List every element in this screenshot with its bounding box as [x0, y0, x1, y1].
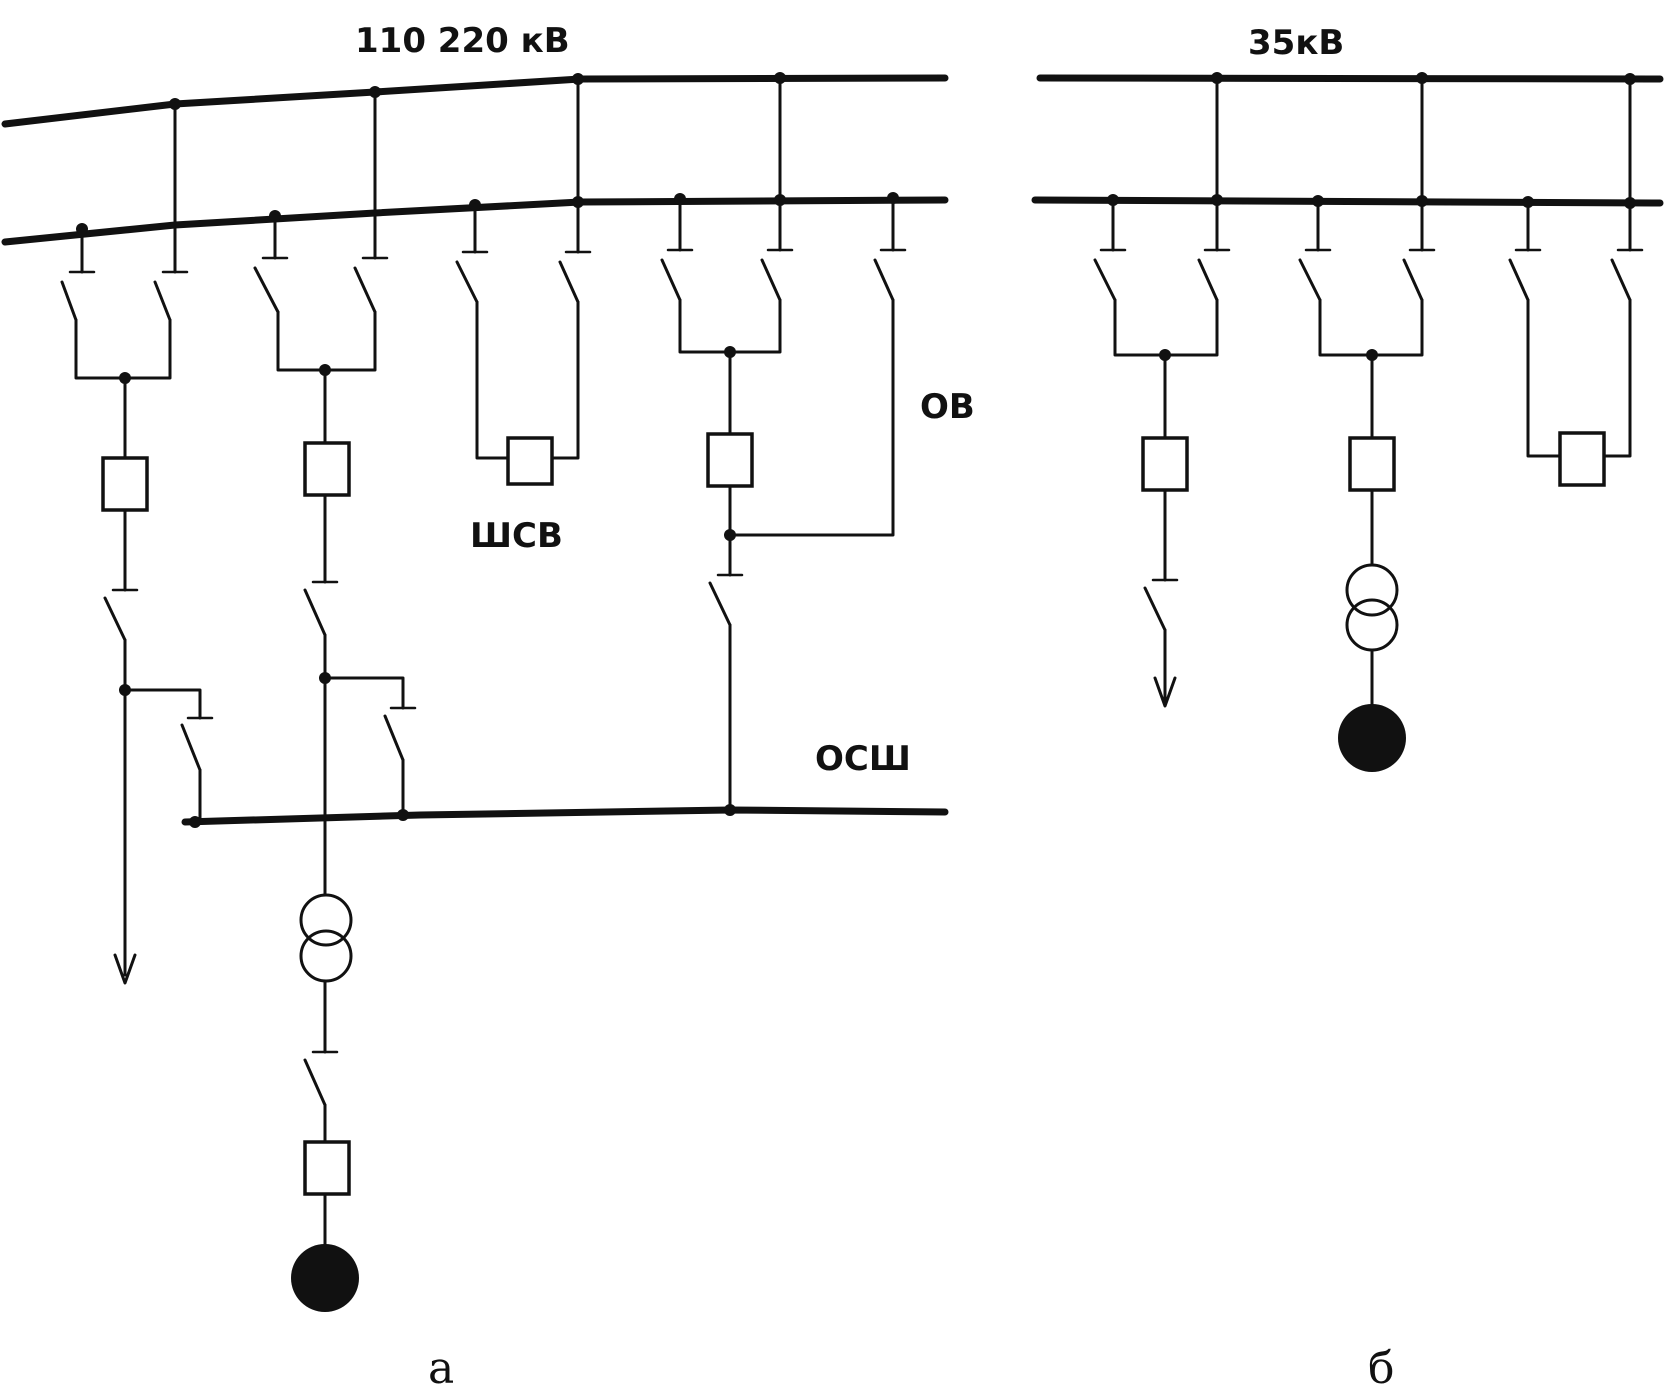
voltage-label-a: 110 220 кВ: [355, 21, 570, 61]
bus-junction-dots-a: [76, 72, 899, 235]
caption-b: б: [1368, 1343, 1395, 1391]
diagram-b: 35кВ б: [1031, 23, 1664, 1391]
main-bus-2-b: [1031, 196, 1664, 207]
bay-bus-coupler-a: [455, 77, 592, 486]
bay-transfer-breaker-a: [660, 76, 907, 816]
transfer-bus-a: [181, 806, 949, 826]
bay-line-a: [60, 102, 214, 985]
bay-generator-b: [1298, 76, 1436, 772]
transfer-breaker-label: ОВ: [920, 387, 975, 427]
bus-junction-dots-b: [1107, 72, 1636, 209]
bay-bus-coupler-b: [1508, 77, 1644, 487]
bay-line-b: [1093, 76, 1231, 708]
bus-coupler-label: ШСВ: [470, 516, 563, 556]
bay-generator-a: [253, 90, 417, 1312]
main-bus-1-a: [1, 74, 949, 128]
diagram-a: 110 220 кВ ОВ ШСВ ОСШ а: [1, 21, 975, 1391]
caption-a: а: [428, 1343, 454, 1391]
voltage-label-b: 35кВ: [1248, 23, 1344, 63]
main-bus-1-b: [1036, 74, 1664, 83]
transfer-bus-label: ОСШ: [815, 739, 911, 779]
